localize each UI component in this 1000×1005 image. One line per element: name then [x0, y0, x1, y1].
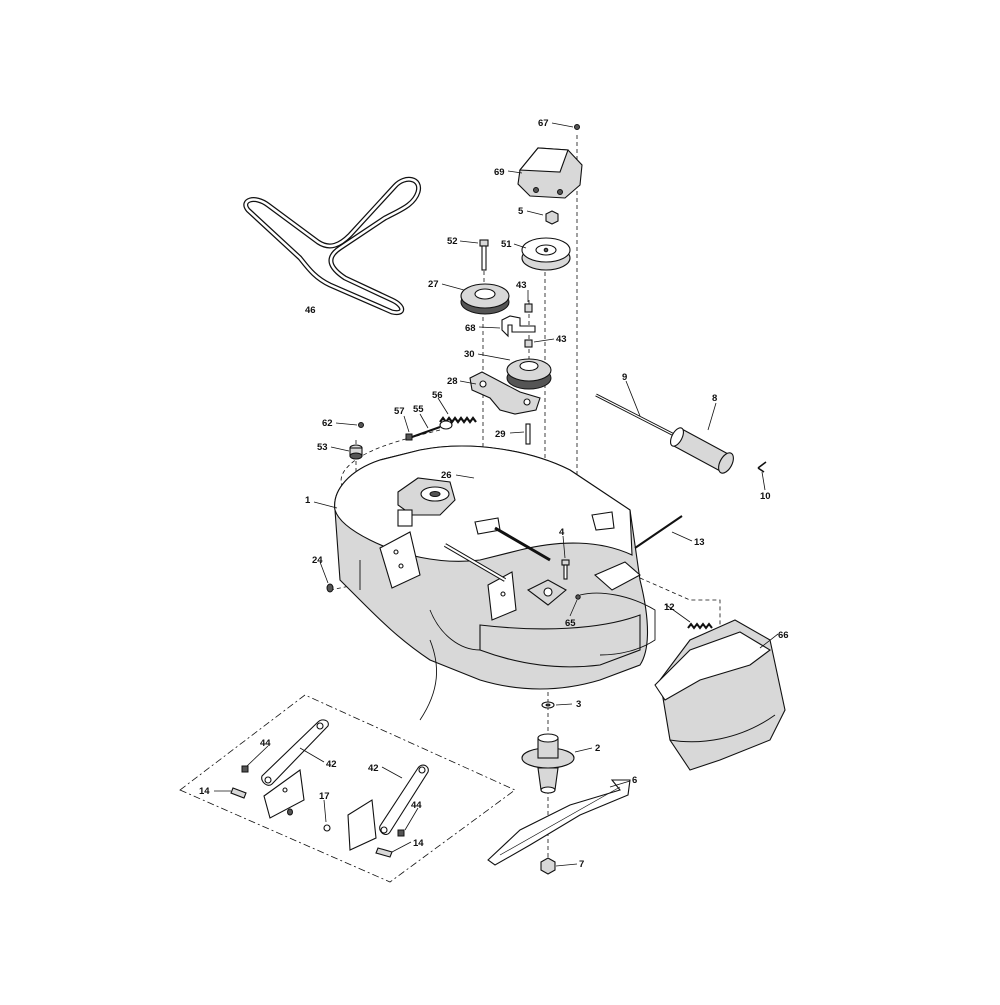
- belt-cover-69: [517, 147, 583, 199]
- callout-27: 27: [428, 279, 439, 290]
- callout-5: 5: [518, 206, 524, 217]
- callout-65: 65: [565, 618, 576, 629]
- callout-42-right: 42: [368, 763, 379, 774]
- spring-12: [687, 622, 713, 630]
- callout-68: 68: [465, 323, 476, 334]
- idler-pulley-30: [506, 358, 552, 390]
- callout-12: 12: [664, 602, 675, 613]
- blade-nut-7: [540, 857, 556, 875]
- deck-spindle-mount: [526, 579, 567, 606]
- callout-3: 3: [576, 699, 581, 710]
- eyebolt-55: [411, 420, 453, 438]
- deck-bracket-left: [379, 531, 421, 589]
- spacer-53: [349, 444, 363, 460]
- pin-10: [757, 461, 767, 473]
- screw-65: [575, 594, 581, 600]
- blade-6: [487, 779, 631, 866]
- callout-10: 10: [760, 491, 771, 502]
- spacer-43-lower: [524, 339, 533, 348]
- bolt-67: [574, 124, 580, 130]
- deck-rod-bracket: [443, 517, 551, 582]
- idler-arm-28: [469, 371, 541, 415]
- callout-42-left: 42: [326, 759, 337, 770]
- callout-17: 17: [319, 791, 330, 802]
- callout-69: 69: [494, 167, 505, 178]
- callout-2: 2: [595, 743, 600, 754]
- callout-13: 13: [694, 537, 705, 548]
- pulley-51: [521, 237, 571, 271]
- belt-46: [243, 176, 422, 316]
- nut-24: [326, 583, 334, 593]
- callout-28: 28: [447, 376, 458, 387]
- callout-57: 57: [394, 406, 405, 417]
- bolt-4: [561, 559, 570, 580]
- roller-8: [670, 427, 734, 474]
- callout-29: 29: [495, 429, 506, 440]
- callout-24: 24: [312, 555, 323, 566]
- callout-26: 26: [441, 470, 452, 481]
- callout-14-left: 14: [199, 786, 210, 797]
- callout-14-right: 14: [413, 838, 424, 849]
- washer-3: [541, 701, 555, 709]
- callout-53: 53: [317, 442, 328, 453]
- belt-guide-68: [501, 315, 536, 338]
- callout-51: 51: [501, 239, 512, 250]
- callout-4: 4: [559, 527, 565, 538]
- discharge-chute-66: [654, 619, 786, 771]
- callout-56: 56: [432, 390, 443, 401]
- callout-30: 30: [464, 349, 475, 360]
- bolt-52: [479, 239, 489, 271]
- deck-arbor-assembly: [397, 477, 456, 527]
- callout-labels: 67 69 5 52 51 27 43 46 68 43 30 28 9 56 …: [199, 118, 789, 870]
- callout-6: 6: [632, 775, 637, 786]
- idler-pulley-27: [460, 283, 510, 315]
- callout-67: 67: [538, 118, 549, 129]
- leader-lines: [214, 122, 779, 867]
- nut-57: [405, 433, 413, 441]
- callout-66: 66: [778, 630, 789, 641]
- rod-9: [595, 393, 681, 440]
- callout-44-right: 44: [411, 800, 422, 811]
- callout-55: 55: [413, 404, 424, 415]
- callout-62: 62: [322, 418, 333, 429]
- hanger-kit-inset: [179, 639, 516, 883]
- callout-52: 52: [447, 236, 458, 247]
- spacer-43-upper: [524, 303, 533, 313]
- nut-5: [545, 210, 559, 225]
- callout-8: 8: [712, 393, 717, 404]
- rod-13: [634, 515, 683, 549]
- callout-9: 9: [622, 372, 627, 383]
- callout-1: 1: [305, 495, 311, 506]
- callout-43-upper: 43: [516, 280, 527, 291]
- callout-43-lower: 43: [556, 334, 567, 345]
- callout-44-left: 44: [260, 738, 271, 749]
- callout-7: 7: [579, 859, 584, 870]
- mower-deck-1: [334, 445, 656, 690]
- deck-bracket-front: [487, 571, 517, 621]
- deck-rear-bracket: [591, 511, 641, 591]
- screw-62: [358, 422, 364, 428]
- spindle-2: [521, 733, 575, 794]
- bolt-29: [525, 423, 531, 445]
- callout-46: 46: [305, 305, 316, 316]
